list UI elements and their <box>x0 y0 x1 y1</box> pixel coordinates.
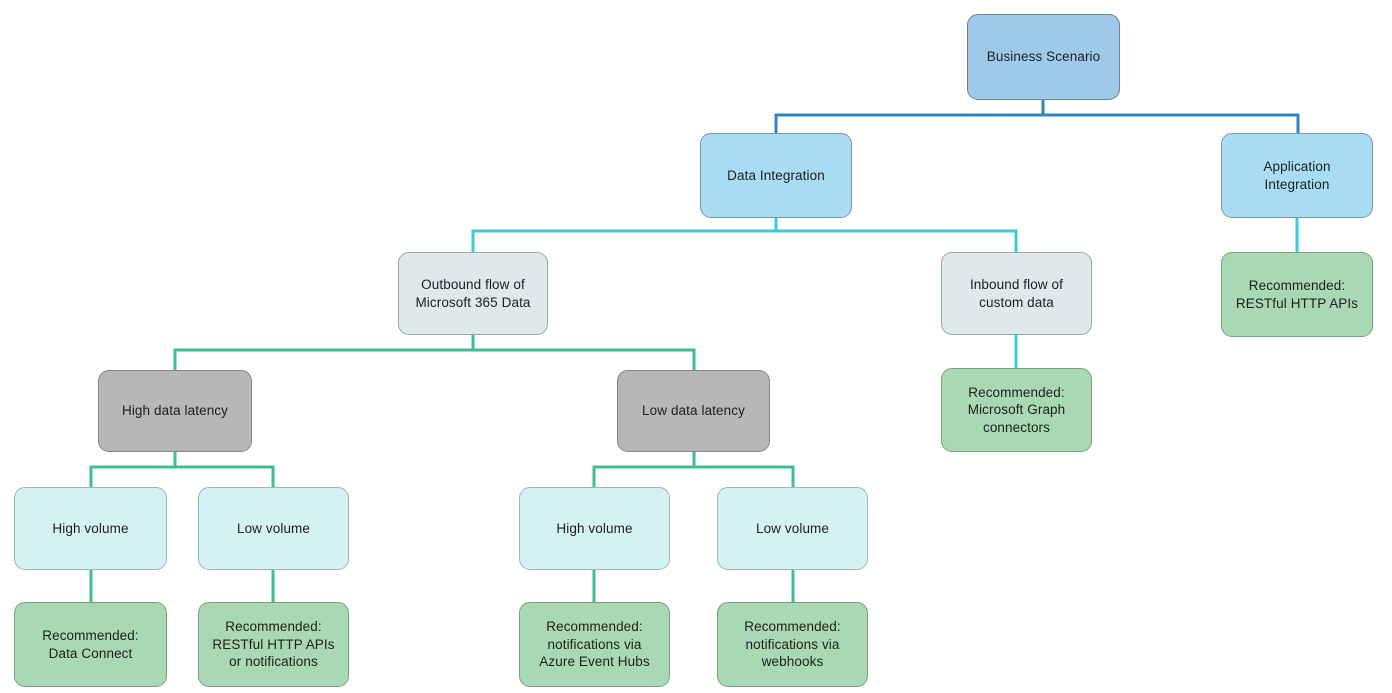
node-label: High volume <box>52 520 129 536</box>
node-recommended-azure-event-hubs: Recommended: notifications via Azure Eve… <box>519 602 670 687</box>
node-label: Low data latency <box>642 403 745 419</box>
node-outbound-flow: Outbound flow of Microsoft 365 Data <box>398 252 548 335</box>
node-recommended-data-connect: Recommended: Data Connect <box>14 602 167 687</box>
node-label: High data latency <box>121 403 228 419</box>
node-label: Recommended: notifications via webhooks <box>744 619 841 670</box>
node-inbound-flow: Inbound flow of custom data <box>941 252 1092 335</box>
node-recommended-microsoft-graph-connectors: Recommended: Microsoft Graph connectors <box>941 368 1092 452</box>
node-label: High volume <box>556 520 633 536</box>
node-label: Recommended: Data Connect <box>42 627 139 661</box>
node-low-data-latency: Low data latency <box>617 370 770 452</box>
connector-high-latency-children <box>89 452 275 487</box>
node-label: Recommended: RESTful HTTP APIs <box>1235 277 1359 311</box>
node-label: Application Integration <box>1263 158 1331 192</box>
node-recommended-restful-http-apis: Recommended: RESTful HTTP APIs <box>1221 252 1373 337</box>
connector-data-integration-children <box>471 218 1018 252</box>
node-label: Business Scenario <box>986 49 1101 65</box>
node-label: Recommended: Microsoft Graph connectors <box>967 384 1066 435</box>
node-recommended-restful-or-notifications: Recommended: RESTful HTTP APIs or notifi… <box>198 602 349 687</box>
node-label: Outbound flow of Microsoft 365 Data <box>415 276 531 310</box>
node-label: Recommended: RESTful HTTP APIs or notifi… <box>212 619 335 670</box>
node-data-integration: Data Integration <box>700 133 852 218</box>
node-label: Low volume <box>236 520 311 536</box>
node-label: Data Integration <box>727 167 825 183</box>
node-high-volume-high-latency: High volume <box>14 487 167 570</box>
node-label: Inbound flow of custom data <box>969 276 1064 310</box>
node-business-scenario: Business Scenario <box>967 14 1120 100</box>
connector-low-latency-children <box>592 452 795 487</box>
connector-outbound-flow-children <box>173 335 696 370</box>
node-high-data-latency: High data latency <box>98 370 252 452</box>
connector-business-scenario-children <box>774 100 1300 133</box>
connector-volume-recommendations <box>89 570 795 602</box>
node-label: Recommended: notifications via Azure Eve… <box>539 619 650 670</box>
node-high-volume-low-latency: High volume <box>519 487 670 570</box>
node-low-volume-high-latency: Low volume <box>198 487 349 570</box>
node-label: Low volume <box>755 520 830 536</box>
node-application-integration: Application Integration <box>1221 133 1373 218</box>
node-recommended-webhooks: Recommended: notifications via webhooks <box>717 602 868 687</box>
node-low-volume-low-latency: Low volume <box>717 487 868 570</box>
